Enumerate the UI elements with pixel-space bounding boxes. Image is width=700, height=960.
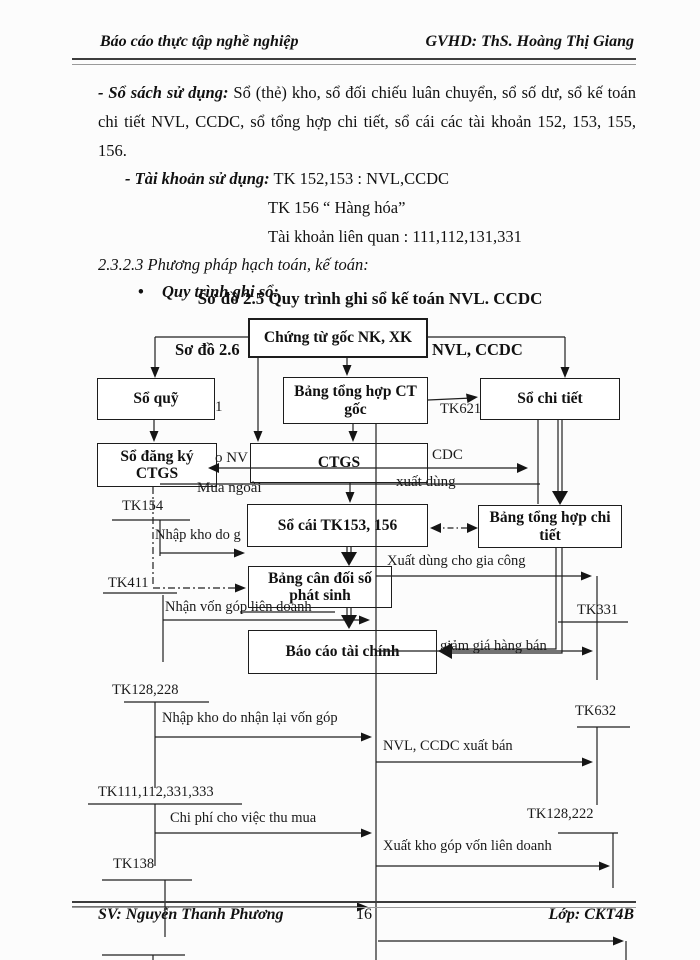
paragraph-tai-khoan-label: - Tài khoản sử dụng:: [125, 169, 270, 188]
account-label-tk632: TK632: [575, 703, 617, 719]
flow-label-nvl-ccdc-xuat-ban: NVL, CCDC xuất bán: [383, 738, 513, 754]
box-bang-tong-hop-chi-tiet: Bảng tổng hợp chi tiết: [478, 505, 622, 548]
box-ctgs: CTGS: [250, 443, 428, 483]
paragraph-so-sach-label: - Sổ sách sử dụng:: [98, 83, 229, 102]
header-rule: [72, 58, 636, 65]
line-tk-lien-quan: Tài khoản liên quan : 111,112,131,331: [268, 227, 522, 246]
flow-label-fragment-mua-ngoai: Mua ngoài: [197, 480, 262, 496]
footer-rule: [72, 901, 636, 908]
section-heading: 2.3.2.3 Phương pháp hạch toán, kế toán:: [98, 255, 369, 274]
caption-so-do-2-6-left: Sơ đồ 2.6: [175, 340, 240, 359]
account-label-tk411: TK411: [108, 575, 149, 591]
paragraph-so-sach-text: Sổ (thẻ) kho, sổ đối chiếu luân chuyển, …: [98, 83, 636, 160]
bullet-marker: •: [138, 282, 144, 301]
bullet-item: Quy trình ghi sổ:: [162, 282, 279, 301]
paragraph-tai-khoan: - Tài khoản sử dụng: TK 152,153 : NVL,CC…: [125, 164, 449, 193]
box-chung-tu-goc: Chứng từ gốc NK, XK: [248, 318, 428, 358]
line-tk156: TK 156 “ Hàng hóa”: [268, 198, 406, 217]
flow-label-nhap-kho-nhan-lai-von-gop: Nhập kho do nhận lại vốn góp: [162, 710, 338, 726]
account-label-tk154: TK154: [122, 498, 164, 514]
box-so-dang-ky-ctgs: Sổ đăng ký CTGS: [97, 443, 217, 487]
box-bang-tong-hop-ct-goc: Bảng tổng hợp CT gốc: [283, 377, 428, 424]
account-label-tk621: TK621: [440, 401, 482, 417]
account-label-1: 1: [215, 399, 223, 415]
flow-label-giam-gia-hang-ban: giảm giá hàng bán: [440, 638, 547, 654]
account-label-tk128-228: TK128,228: [112, 682, 179, 698]
paragraph-tai-khoan-text: TK 152,153 : NVL,CCDC: [273, 169, 450, 188]
footer-right: Lớp: CKT4B: [548, 906, 634, 923]
account-label-tk331: TK331: [577, 602, 619, 618]
box-bao-cao-tai-chinh: Báo cáo tài chính: [248, 630, 437, 674]
flow-label-fragment-ccdc: CDC: [432, 447, 463, 463]
caption-so-do-2-6-right: NVL, CCDC: [432, 340, 523, 359]
flow-label-nhan-von-gop: Nhận vốn góp liên doanh: [165, 599, 312, 615]
box-so-quy: Sổ quỹ: [97, 378, 215, 420]
flow-label-xuat-kho-gop-von: Xuất kho góp vốn liên doanh: [383, 838, 552, 854]
account-label-tk111-112-331-333: TK111,112,331,333: [98, 784, 214, 800]
account-label-tk128-222: TK128,222: [527, 806, 594, 822]
caption-so-do-2-5: Sơ đồ 2.5 Quy trình ghi sổ kế toán NVL. …: [197, 289, 543, 308]
box-so-chi-tiet: Sổ chi tiết: [480, 378, 620, 420]
box-bang-can-doi: Bảng cân đối số phát sinh: [248, 566, 392, 608]
paragraph-so-sach: - Sổ sách sử dụng: Sổ (thẻ) kho, sổ đối …: [98, 78, 636, 165]
box-so-cai: Sổ cái TK153, 156: [247, 504, 428, 547]
flow-label-xuat-dung-gia-cong: Xuất dùng cho gia công: [387, 553, 526, 569]
header-right: GVHD: ThS. Hoàng Thị Giang: [425, 33, 634, 50]
flow-label-nhap-kho-gia-cong: Nhập kho do g: [155, 527, 241, 543]
flow-label-fragment-o-nv: o NV: [215, 450, 248, 466]
flow-label-chi-phi-thu-mua: Chi phí cho việc thu mua: [170, 810, 317, 826]
footer-left: SV: Nguyễn Thanh Phương: [98, 906, 284, 923]
flow-label-fragment-xuat-dung: xuất dùng: [396, 474, 456, 490]
page-number: 16: [356, 906, 372, 923]
header-left: Báo cáo thực tập nghề nghiệp: [100, 33, 299, 50]
account-label-tk138: TK138: [113, 856, 155, 872]
